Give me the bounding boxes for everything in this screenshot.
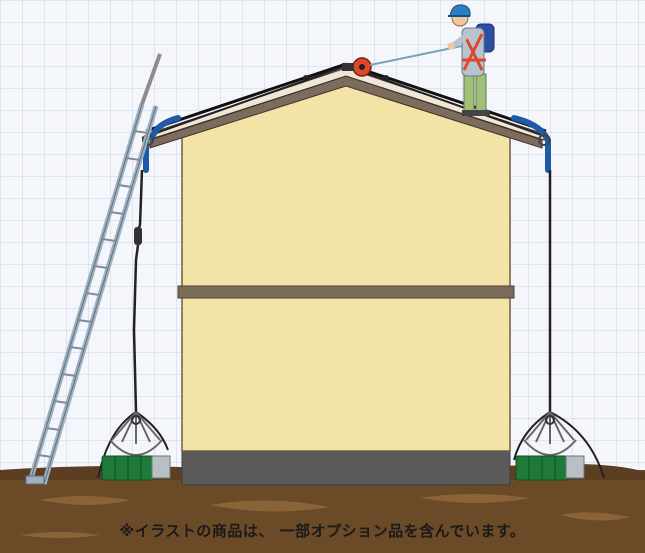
house-wall — [181, 83, 511, 452]
ground-anchor-icon — [101, 411, 171, 481]
rope-guard-right — [511, 115, 551, 173]
house-floor-band — [177, 285, 515, 299]
anchor-ropes — [97, 169, 605, 479]
rope-reel-icon — [342, 57, 372, 77]
rope-guard-left — [149, 115, 181, 141]
ground-anchor-icon — [515, 411, 585, 481]
ladder-icon — [25, 53, 162, 485]
house-foundation — [181, 450, 511, 486]
lanyard — [369, 45, 463, 66]
worker-icon — [447, 4, 495, 116]
caption-note: ※イラストの商品は、 一部オプション品を含んでいます。 — [119, 522, 526, 540]
